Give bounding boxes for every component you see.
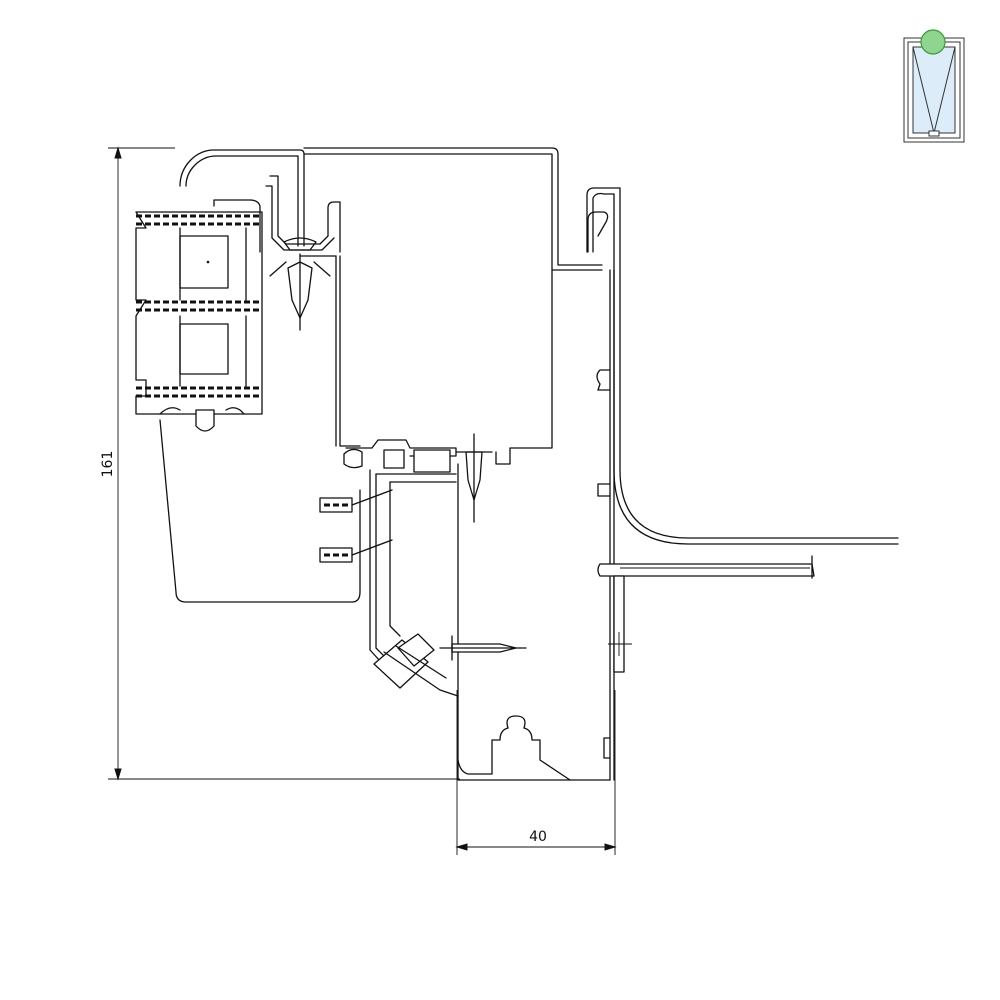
middle-hardware [343,433,493,523]
frame-body [299,255,611,781]
width-dimension: 40 [455,690,617,855]
glazing-panel [135,211,263,432]
width-dimension-label: 40 [529,829,547,845]
lower-fixing-cleat [373,633,527,697]
insulation-boundary [159,419,361,603]
frame-profile-right [586,187,899,781]
height-dimension: 161 [100,146,460,781]
window-thumbnail-icon [903,29,965,143]
position-marker-icon [920,29,946,55]
top-clip-assembly [213,175,341,331]
height-dimension-label: 161 [100,451,116,478]
outer-cover-profile [179,147,603,271]
thumbnail-glass [912,46,956,134]
inner-sash-profile [319,469,457,673]
